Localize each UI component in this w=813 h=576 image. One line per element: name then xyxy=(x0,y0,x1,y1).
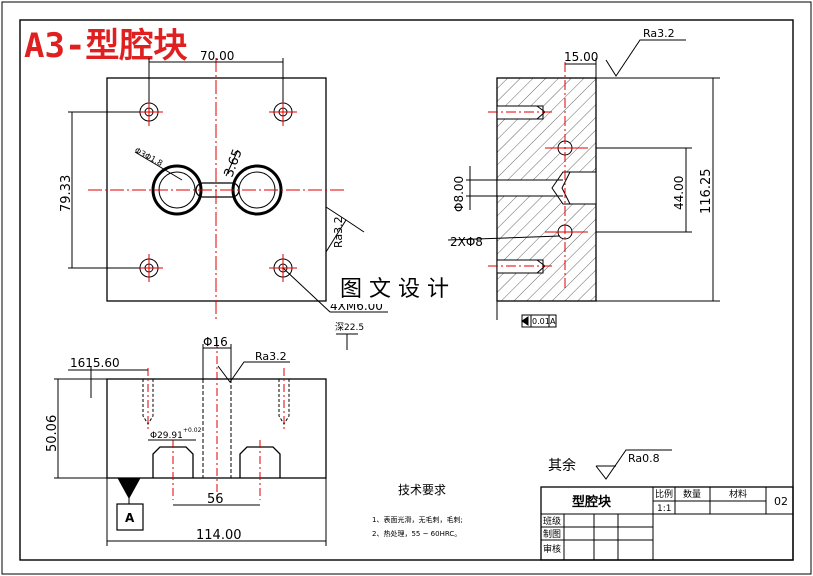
title-col-scale: 比例 xyxy=(655,488,673,500)
dim-front-offsets: 1615.60 xyxy=(70,356,120,370)
dim-front-spacing: 56 xyxy=(207,492,224,507)
dim-top-width: 70.00 xyxy=(200,49,234,63)
runner-slot xyxy=(195,182,240,198)
tolerance-datum: A xyxy=(550,317,556,326)
dim-side-bore: Φ8.00 xyxy=(452,176,466,212)
dim-side-inner: 44.00 xyxy=(672,176,686,210)
dim-side-holes: 2XΦ8 xyxy=(450,235,483,249)
roughness-symbol xyxy=(595,449,672,480)
row-reviewer: 审核 xyxy=(543,543,561,555)
dim-front-width: 114.00 xyxy=(196,528,242,543)
row-drawer: 制图 xyxy=(543,528,561,540)
dim-front-bore: Φ16 xyxy=(203,335,228,349)
roughness-side-view: Ra3.2 xyxy=(643,27,675,40)
front-view xyxy=(54,340,327,546)
watermark-box xyxy=(332,270,480,304)
scale-value: 1:1 xyxy=(657,504,671,514)
dim-side-top: 15.00 xyxy=(564,50,598,64)
part-name: 型腔块 xyxy=(572,494,612,510)
notes-heading: 技术要求 xyxy=(398,483,446,497)
title-col-qty: 数量 xyxy=(683,488,701,500)
datum-label: A xyxy=(125,511,135,525)
sheet-number: 02 xyxy=(774,495,788,508)
note-line: 1、表面光滑，无毛刺，毛刺; xyxy=(372,515,463,524)
title-col-material: 材料 xyxy=(729,488,747,500)
watermark: 图 文 设 计 xyxy=(340,277,449,302)
sheet-inner-border xyxy=(19,19,794,561)
dim-front-height: 50.06 xyxy=(45,415,60,452)
dim-side-height: 116.25 xyxy=(699,169,714,215)
note-line: 2、热处理，55 ~ 60HRC。 xyxy=(372,529,461,538)
roughness-front-view: Ra3.2 xyxy=(255,350,287,363)
side-view xyxy=(447,39,720,328)
roughness-top-view: Ra3.2 xyxy=(332,216,345,248)
drawing-title: A3-型腔块 xyxy=(24,26,187,66)
dim-front-pocket: Φ29.91 xyxy=(150,431,183,441)
row-designer: 班级 xyxy=(543,515,561,527)
top-view xyxy=(68,58,388,350)
dim-pocket-top: Φ3Φ1.8 xyxy=(133,146,164,168)
dim-front-pocket-tol: +0.02 xyxy=(183,427,202,434)
general-roughness-label: 其余 xyxy=(548,457,576,474)
dim-hole-depth: 深22.5 xyxy=(335,322,364,333)
dim-top-height: 79.33 xyxy=(59,175,74,212)
general-roughness-value: Ra0.8 xyxy=(628,452,660,465)
tolerance-value: 0.01 xyxy=(532,317,550,326)
title-block xyxy=(540,486,794,561)
dim-center-hole: 3.65 xyxy=(222,147,246,179)
